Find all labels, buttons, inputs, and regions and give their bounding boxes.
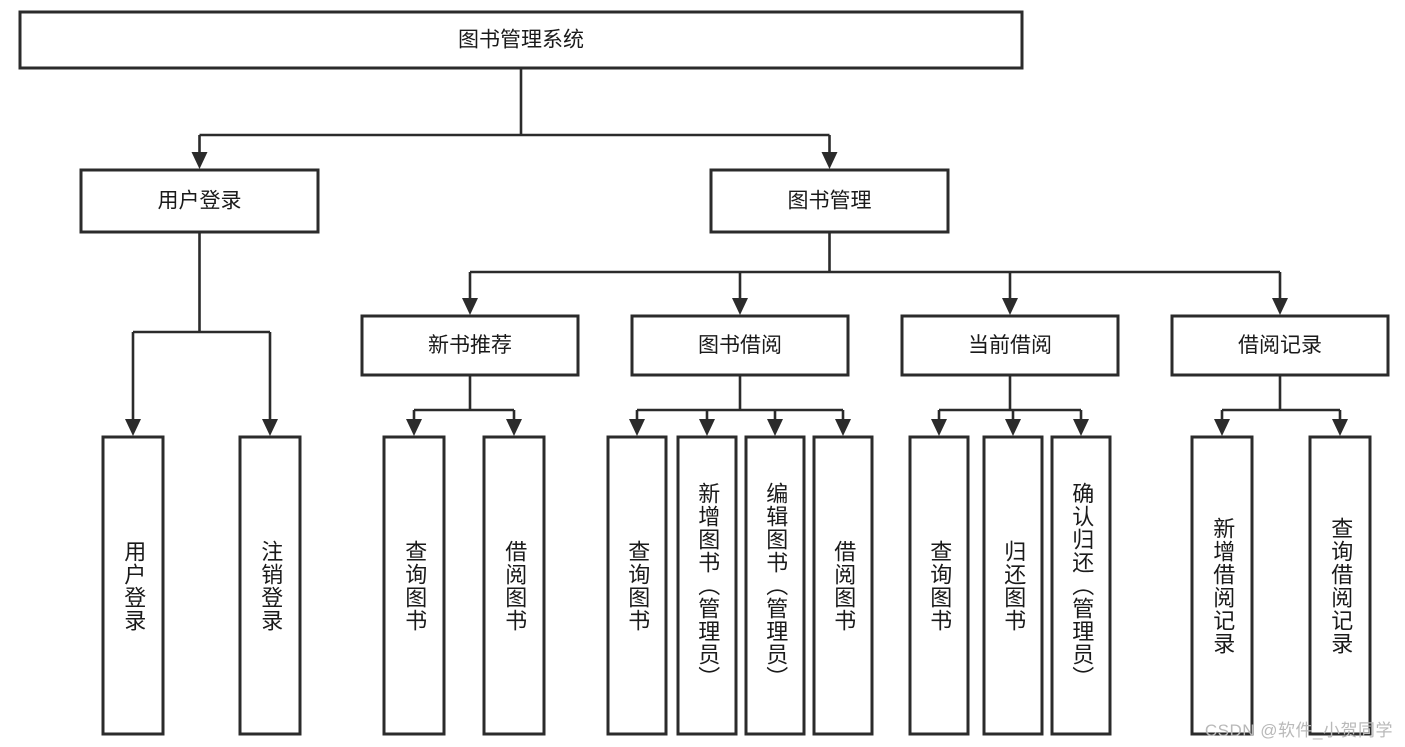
arrow-root-to-book-manage — [821, 152, 838, 169]
arrow-book-manage-to-book-borrow — [732, 298, 748, 315]
node-box-book-borrow[interactable] — [630, 314, 850, 377]
node-box-leaf-user-login[interactable] — [101, 435, 165, 736]
node-boxes — [18, 10, 1390, 736]
arrow-root-to-user-login — [191, 152, 208, 169]
node-label-root: 图书管理系统 — [458, 29, 584, 52]
node-box-leaf-confirm-return-admin[interactable] — [1050, 435, 1112, 736]
node-box-leaf-query-book-current[interactable] — [908, 435, 970, 736]
arrow-book-borrow-to-leaf-add-book-admin — [699, 419, 715, 436]
node-label-book-borrow: 图书借阅 — [698, 334, 782, 357]
node-box-leaf-add-book-admin[interactable] — [676, 435, 738, 736]
arrow-borrow-record-to-leaf-query-borrow-record — [1332, 419, 1348, 436]
node-box-leaf-borrow-book[interactable] — [812, 435, 874, 736]
arrow-current-borrow-to-leaf-query-book-current — [931, 419, 947, 436]
arrow-borrow-record-to-leaf-add-borrow-record — [1214, 419, 1230, 436]
node-box-borrow-record[interactable] — [1170, 314, 1390, 377]
node-box-leaf-borrow-book-new[interactable] — [482, 435, 546, 736]
node-box-book-manage[interactable] — [709, 168, 950, 234]
arrow-book-manage-to-current-borrow — [1002, 298, 1018, 315]
arrow-user-login-to-leaf-logout-login — [262, 419, 278, 436]
arrow-book-manage-to-borrow-record — [1272, 298, 1288, 315]
node-box-leaf-add-borrow-record[interactable] — [1190, 435, 1254, 736]
node-box-leaf-query-book-new[interactable] — [382, 435, 446, 736]
node-box-leaf-query-book-borrow[interactable] — [606, 435, 668, 736]
node-box-root[interactable] — [18, 10, 1024, 70]
node-box-leaf-return-book[interactable] — [982, 435, 1044, 736]
node-label-user-login: 用户登录 — [158, 190, 242, 213]
node-box-leaf-logout-login[interactable] — [238, 435, 302, 736]
arrow-current-borrow-to-leaf-confirm-return-admin — [1073, 419, 1089, 436]
node-label-borrow-record: 借阅记录 — [1238, 334, 1322, 357]
arrow-new-book-recommend-to-leaf-borrow-book-new — [506, 419, 522, 436]
arrow-book-borrow-to-leaf-query-book-borrow — [629, 419, 645, 436]
arrow-book-borrow-to-leaf-edit-book-admin — [767, 419, 783, 436]
arrow-book-borrow-to-leaf-borrow-book — [835, 419, 851, 436]
node-label-new-book-recommend: 新书推荐 — [428, 334, 512, 357]
node-box-leaf-edit-book-admin[interactable] — [744, 435, 806, 736]
connector-lines — [125, 68, 1348, 436]
node-box-leaf-query-borrow-record[interactable] — [1308, 435, 1372, 736]
arrow-current-borrow-to-leaf-return-book — [1005, 419, 1021, 436]
arrow-user-login-to-leaf-user-login — [125, 419, 141, 436]
arrow-new-book-recommend-to-leaf-query-book-new — [406, 419, 422, 436]
node-label-book-manage: 图书管理 — [788, 190, 872, 213]
node-box-new-book-recommend[interactable] — [360, 314, 580, 377]
node-box-user-login[interactable] — [79, 168, 320, 234]
watermark-text: CSDN @软件_小贺同学 — [1204, 721, 1393, 740]
node-label-current-borrow: 当前借阅 — [968, 334, 1052, 357]
arrow-book-manage-to-new-book-recommend — [462, 298, 478, 315]
node-box-current-borrow[interactable] — [900, 314, 1120, 377]
